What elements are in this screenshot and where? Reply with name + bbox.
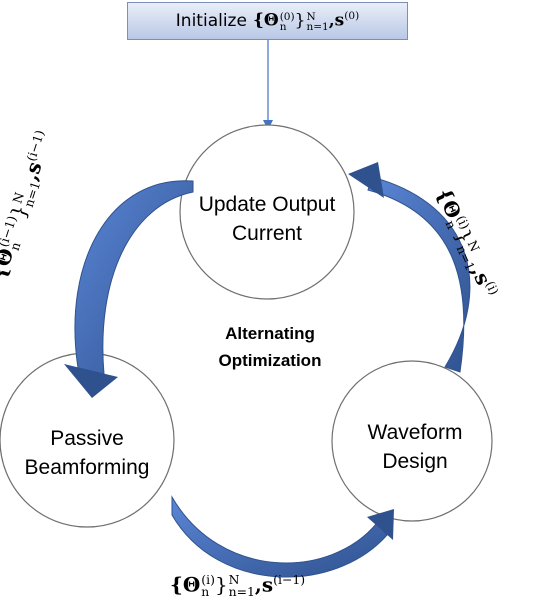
arrow-passive-to-waveform-head bbox=[367, 509, 394, 540]
passive-beamforming-label: Passive Beamforming bbox=[24, 427, 150, 479]
update-output-current-label: Update Output Current bbox=[198, 193, 336, 245]
waveform-design-label: Waveform Design bbox=[367, 421, 463, 473]
initialize-label: Initialize bbox=[175, 11, 247, 31]
arrow-passive-to-waveform bbox=[171, 495, 388, 578]
arrow-waveform-to-update-head bbox=[348, 162, 384, 198]
update-output-current-node bbox=[179, 124, 355, 300]
arrow-update-to-passive-head bbox=[64, 364, 118, 398]
alternating-optimization-label: Alternating Optimization bbox=[218, 324, 322, 370]
waveform-design-node bbox=[331, 360, 493, 522]
